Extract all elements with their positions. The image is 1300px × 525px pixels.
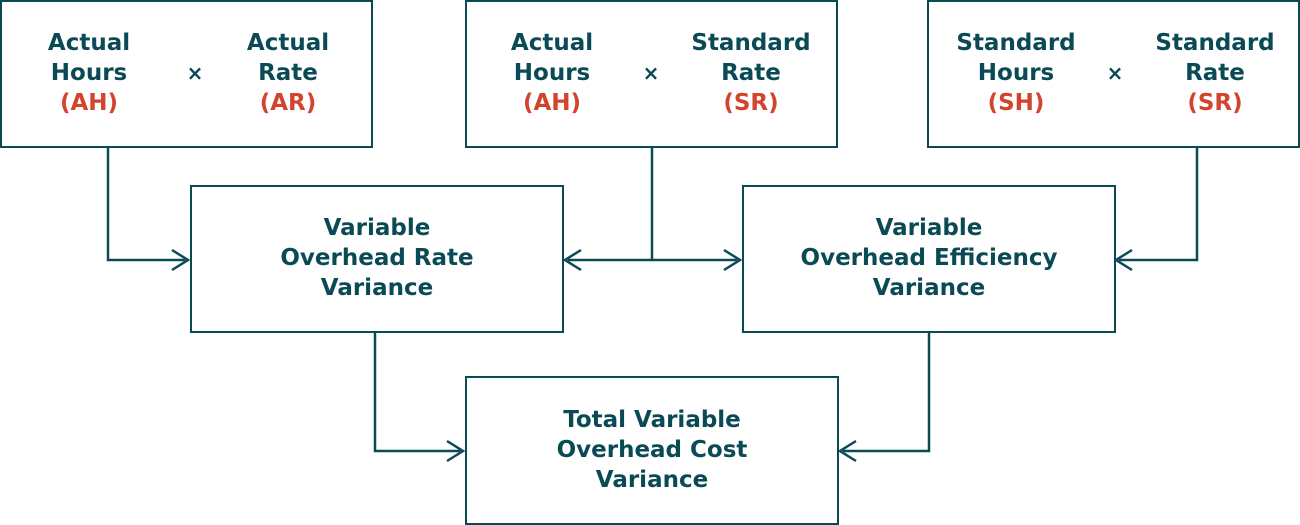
arrow-actual-cost-to-rate-variance xyxy=(106,147,185,262)
title-line2: Overhead Rate xyxy=(280,245,474,271)
multiply-symbol: × xyxy=(186,61,204,85)
factor-label-line1: Actual xyxy=(246,30,330,56)
factor-label-line2: Hours xyxy=(513,60,591,86)
arrow-rate-variance-to-total xyxy=(373,332,460,453)
factor-label-line2: Rate xyxy=(721,60,781,86)
factor-label-line2: Rate xyxy=(1185,60,1245,86)
arrowhead-efficiency-variance-right xyxy=(1113,248,1133,272)
title-line2: Overhead Cost xyxy=(556,437,748,463)
factor-label-line1: Standard xyxy=(691,30,811,56)
arrow-standard-cost-to-efficiency-variance xyxy=(1119,147,1199,262)
arrowhead-rate-variance-right xyxy=(562,248,582,272)
factor-abbreviation: (SR) xyxy=(723,90,779,116)
rate-variance-box: Variable Overhead Rate Variance xyxy=(190,185,564,333)
factor-abbreviation: (AH) xyxy=(522,90,582,116)
factor-label-line2: Hours xyxy=(50,60,128,86)
efficiency-variance-title: Variable Overhead Efficiency Variance xyxy=(744,213,1114,303)
title-line3: Variance xyxy=(595,467,709,493)
total-variance-title: Total Variable Overhead Cost Variance xyxy=(467,405,837,495)
factor-label-line2: Hours xyxy=(977,60,1055,86)
standard-hours-standard-rate-box: Standard Hours (SH) × Standard Rate (SR) xyxy=(927,0,1300,148)
title-line1: Variable xyxy=(875,215,983,241)
factor-label-line1: Actual xyxy=(510,30,594,56)
arrow-efficiency-variance-to-total xyxy=(843,332,931,453)
title-line3: Variance xyxy=(872,275,986,301)
standard-rate-factor: Standard Rate (SR) xyxy=(666,28,836,118)
actual-hours-factor: Actual Hours (AH) xyxy=(4,28,174,118)
arrowhead-total-right xyxy=(837,439,857,463)
arrowhead-rate-variance-left xyxy=(171,248,191,272)
total-variance-box: Total Variable Overhead Cost Variance xyxy=(465,376,839,525)
title-line1: Total Variable xyxy=(563,407,741,433)
multiply-symbol: × xyxy=(1106,61,1124,85)
title-line1: Variable xyxy=(323,215,431,241)
factor-label-line1: Actual xyxy=(47,30,131,56)
efficiency-variance-box: Variable Overhead Efficiency Variance xyxy=(742,185,1116,333)
arrowhead-total-left xyxy=(446,439,466,463)
standard-rate-factor: Standard Rate (SR) xyxy=(1130,28,1300,118)
actual-hours-actual-rate-box: Actual Hours (AH) × Actual Rate (AR) xyxy=(0,0,373,148)
factor-label-line1: Standard xyxy=(1155,30,1275,56)
multiply-symbol: × xyxy=(642,61,660,85)
actual-hours-factor: Actual Hours (AH) xyxy=(467,28,637,118)
rate-variance-title: Variable Overhead Rate Variance xyxy=(192,213,562,303)
factor-label-line1: Standard xyxy=(956,30,1076,56)
factor-abbreviation: (SR) xyxy=(1187,90,1243,116)
factor-abbreviation: (AH) xyxy=(59,90,119,116)
title-line2: Overhead Efficiency xyxy=(800,245,1058,271)
arrowhead-efficiency-variance-left xyxy=(723,248,743,272)
actual-hours-standard-rate-box: Actual Hours (AH) × Standard Rate (SR) xyxy=(465,0,838,148)
factor-abbreviation: (SH) xyxy=(987,90,1045,116)
factor-abbreviation: (AR) xyxy=(259,90,317,116)
actual-rate-factor: Actual Rate (AR) xyxy=(203,28,373,118)
factor-label-line2: Rate xyxy=(258,60,318,86)
title-line3: Variance xyxy=(320,275,434,301)
standard-hours-factor: Standard Hours (SH) xyxy=(931,28,1101,118)
